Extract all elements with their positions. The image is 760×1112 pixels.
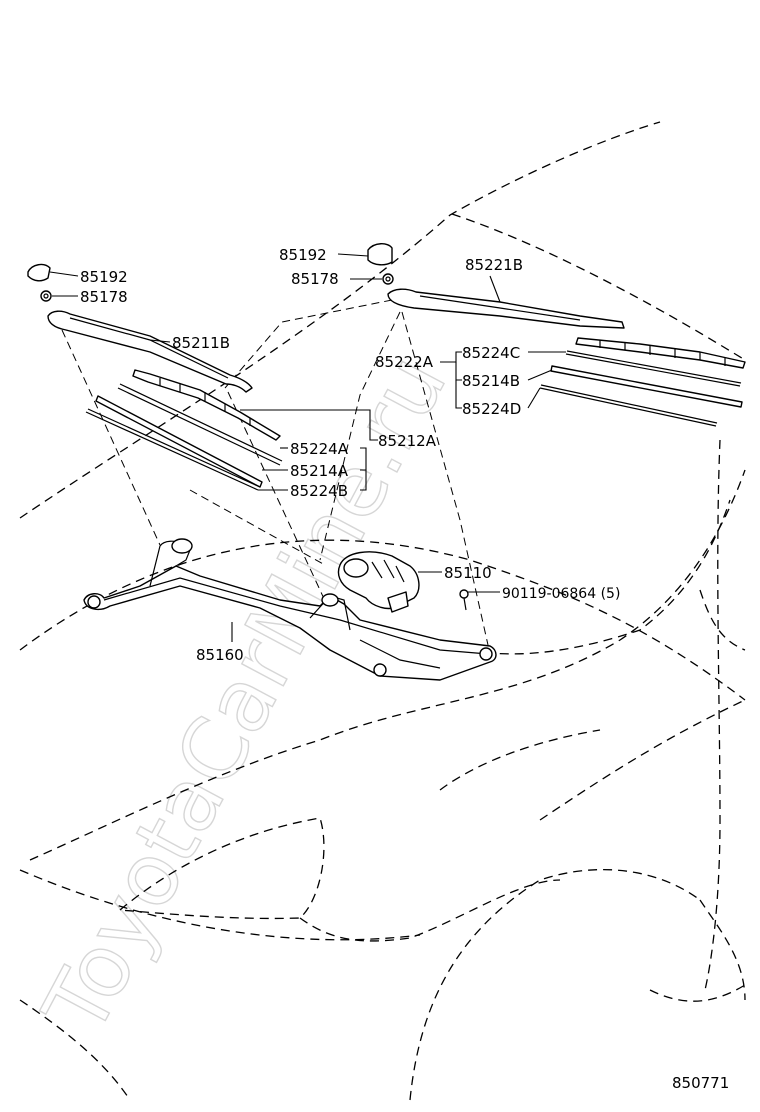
label-85222A: 85222A	[375, 353, 434, 371]
right-nut-85178	[382, 273, 394, 285]
part-labels: 85192 85178 85211B 85224A 85214A 85224B …	[80, 246, 729, 1092]
right-refill-85224D	[539, 384, 718, 427]
label-85192-right: 85192	[279, 246, 327, 264]
assembly-leader-lines	[61, 299, 489, 646]
label-85214A: 85214A	[290, 462, 349, 480]
label-85192-left: 85192	[80, 268, 128, 286]
label-85110: 85110	[444, 564, 492, 582]
label-85178-right: 85178	[291, 270, 339, 288]
label-85224A: 85224A	[290, 440, 349, 458]
label-85178-left: 85178	[80, 288, 128, 306]
right-cap-85192	[367, 243, 393, 266]
right-rubber-85214B	[550, 365, 743, 408]
wiper-link-85160	[83, 538, 497, 681]
diagram-id: 850771	[672, 1074, 729, 1092]
left-nut-85178	[40, 290, 52, 302]
right-refill-85224C	[565, 350, 742, 387]
label-85160: 85160	[196, 646, 244, 664]
label-85224B: 85224B	[290, 482, 348, 500]
label-85221B: 85221B	[465, 256, 523, 274]
vehicle-body-outline	[19, 121, 746, 1101]
left-cap-85192	[27, 263, 51, 282]
left-wiper-blade-85212A	[132, 369, 281, 441]
bolt-90119-06864	[459, 589, 469, 611]
right-wiper-arm-85221B	[387, 288, 625, 329]
left-refill-85224B	[85, 408, 261, 491]
label-85211B: 85211B	[172, 334, 230, 352]
wiper-motor-85110	[337, 551, 420, 613]
label-85224D: 85224D	[462, 400, 521, 418]
right-wiper-blade-85222A	[575, 337, 746, 369]
label-85214B: 85214B	[462, 372, 520, 390]
label-85212A: 85212A	[378, 432, 437, 450]
left-refill-85224A	[117, 383, 283, 466]
label-90119-06864: 90119-06864 (5)	[502, 586, 620, 602]
part-leader-lines	[49, 253, 566, 642]
label-85224C: 85224C	[462, 344, 520, 362]
